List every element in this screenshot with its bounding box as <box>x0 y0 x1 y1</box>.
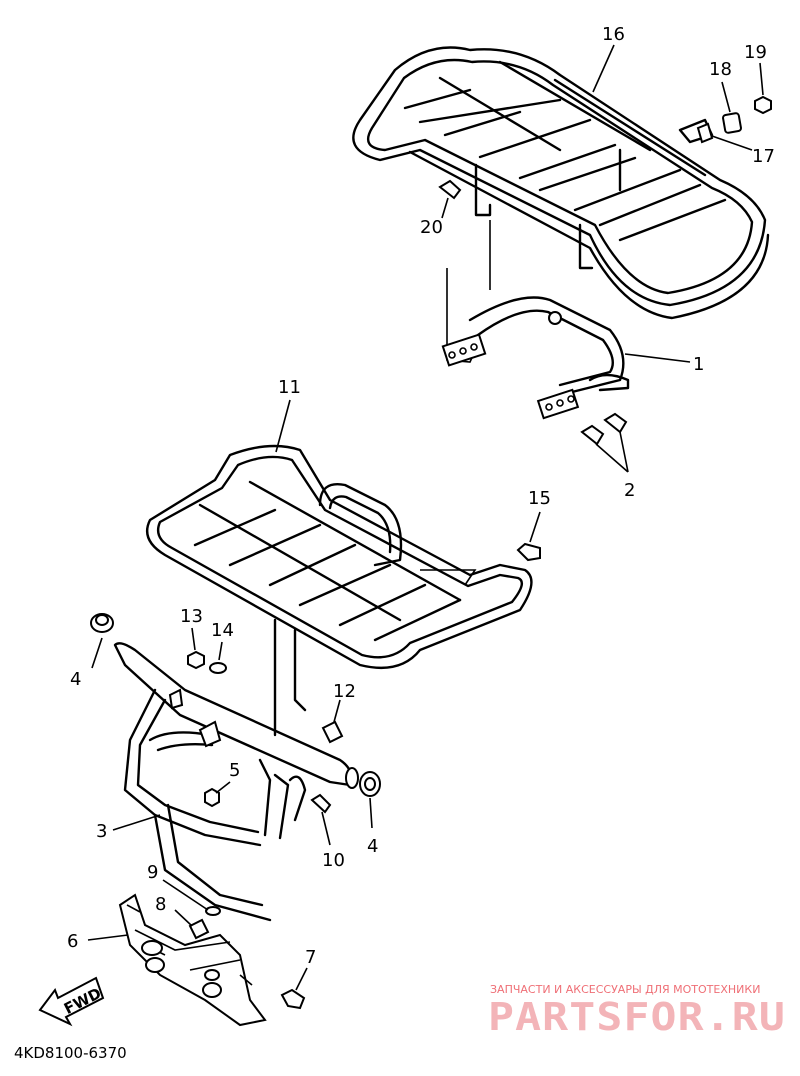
callout-13: 13 <box>180 606 203 627</box>
callout-18: 18 <box>709 59 732 80</box>
fwd-arrow: FWD <box>38 976 105 1027</box>
callout-16: 16 <box>602 24 625 45</box>
callout-9: 9 <box>147 862 158 883</box>
callout-4-left: 4 <box>70 669 81 690</box>
callout-8: 8 <box>155 894 166 915</box>
callout-6: 6 <box>67 931 78 952</box>
front-carrier-drawing <box>145 444 533 737</box>
callout-11: 11 <box>278 377 301 398</box>
callout-19: 19 <box>744 42 767 63</box>
callout-4-right: 4 <box>367 836 378 857</box>
rear-stay-drawing <box>441 220 630 420</box>
callout-15: 15 <box>528 488 551 509</box>
callout-2: 2 <box>624 480 635 501</box>
callout-10: 10 <box>322 850 345 871</box>
callout-7: 7 <box>305 947 316 968</box>
skid-plate-drawing <box>118 893 267 1027</box>
callout-1: 1 <box>693 354 704 375</box>
watermark-tagline: ЗАПЧАСТИ И АКСЕССУАРЫ ДЛЯ МОТОТЕХНИКИ <box>490 983 760 996</box>
diagram-code: 4KD8100-6370 <box>14 1044 127 1062</box>
rear-carrier-drawing <box>352 46 770 320</box>
callout-17: 17 <box>752 146 775 167</box>
callout-5: 5 <box>229 760 240 781</box>
callout-3: 3 <box>96 821 107 842</box>
front-guard-drawing <box>113 642 359 922</box>
callout-14: 14 <box>211 620 234 641</box>
watermark-site: PARTSFOR.RU <box>488 995 786 1039</box>
callout-20: 20 <box>420 217 443 238</box>
hardware-drawing <box>87 44 772 1010</box>
callout-12: 12 <box>333 681 356 702</box>
